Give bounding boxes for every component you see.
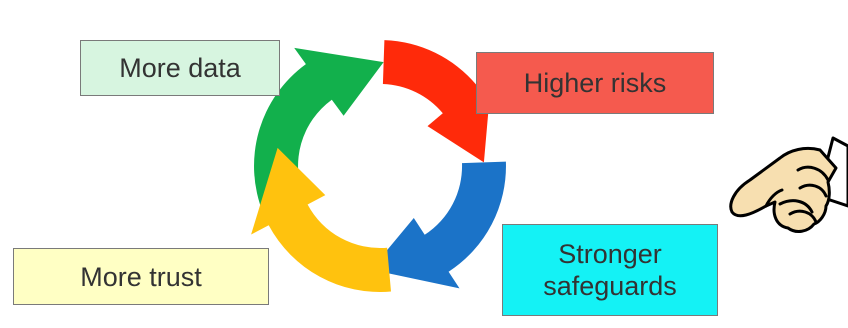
more-trust-label: More trust [13, 248, 269, 305]
stronger-safeguards-text-line1: Stronger [558, 239, 662, 269]
pointing-hand-icon [729, 136, 848, 233]
more-data-text: More data [119, 53, 241, 83]
higher-risks-label: Higher risks [476, 52, 714, 114]
more-data-label: More data [80, 40, 280, 96]
yellow-arrow [251, 147, 391, 292]
stronger-safeguards-label: Stronger safeguards [502, 224, 718, 316]
stronger-safeguards-text-line2: safeguards [543, 271, 677, 301]
more-trust-text: More trust [80, 261, 202, 292]
higher-risks-text: Higher risks [523, 68, 667, 98]
blue-arrow [370, 161, 506, 289]
red-arrow [382, 40, 492, 163]
